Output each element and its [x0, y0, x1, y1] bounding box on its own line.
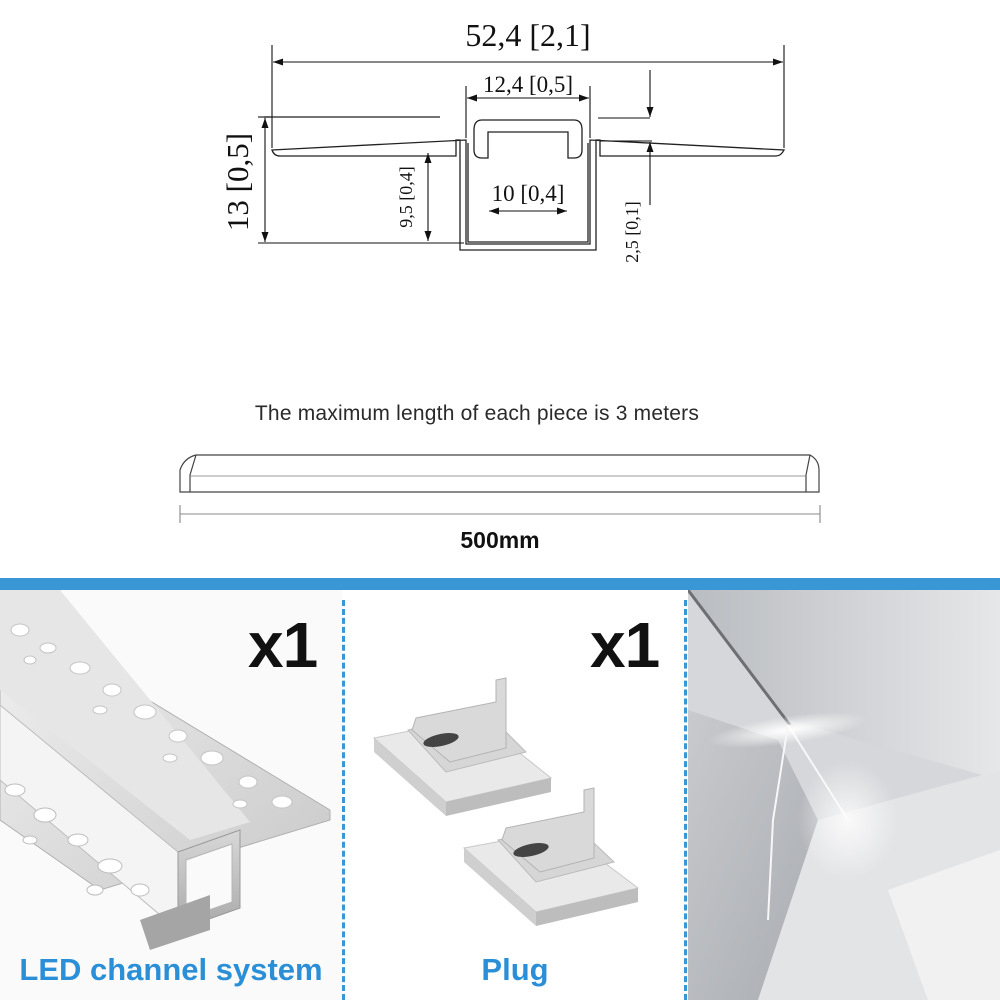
plug-product-image	[372, 677, 640, 926]
channel-width-label: 12,4 [0,5]	[483, 72, 573, 97]
overall-width-label: 52,4 [2,1]	[465, 17, 590, 53]
inner-depth-label: 9,5 [0,4]	[396, 166, 416, 228]
technical-drawing-area: 52,4 [2,1] 12,4 [0,5] 10 [0,4] 13 [0,5] …	[179, 17, 821, 553]
panel-separator	[342, 600, 345, 1000]
installation-photo-panel	[688, 590, 1000, 1000]
led-channel-product-image	[0, 590, 331, 950]
inner-width-label: 10 [0,4]	[492, 181, 565, 206]
profile-outline	[264, 116, 786, 251]
overall-width-dimension	[271, 45, 785, 148]
channel-width-dimension	[465, 86, 591, 138]
plug-quantity: x1	[590, 609, 660, 681]
profile-cross-section-drawing: 52,4 [2,1] 12,4 [0,5] 10 [0,4] 13 [0,5] …	[179, 17, 821, 523]
max-length-note: The maximum length of each piece is 3 me…	[254, 402, 700, 425]
channel-quantity: x1	[248, 609, 318, 681]
profile-length-illustration	[179, 454, 820, 493]
plug-caption: Plug	[481, 952, 549, 987]
section-divider	[0, 578, 1000, 590]
channel-caption: LED channel system	[19, 952, 323, 987]
led-channel-panel: x1 LED channel system	[0, 590, 342, 1000]
total-height-label: 13 [0,5]	[220, 133, 255, 231]
plug-panel: x1 Plug	[346, 590, 684, 1000]
panel-separator	[684, 600, 687, 1000]
plug-2	[462, 787, 640, 926]
flange-thickness-dimension	[598, 70, 654, 205]
installed-led-photo	[688, 590, 1000, 1000]
plug-1	[372, 677, 553, 816]
total-height-dimension	[258, 116, 464, 244]
length-label: 500mm	[460, 527, 540, 553]
flange-thickness-label: 2,5 [0,1]	[622, 201, 642, 263]
length-dimension-line	[179, 505, 821, 523]
